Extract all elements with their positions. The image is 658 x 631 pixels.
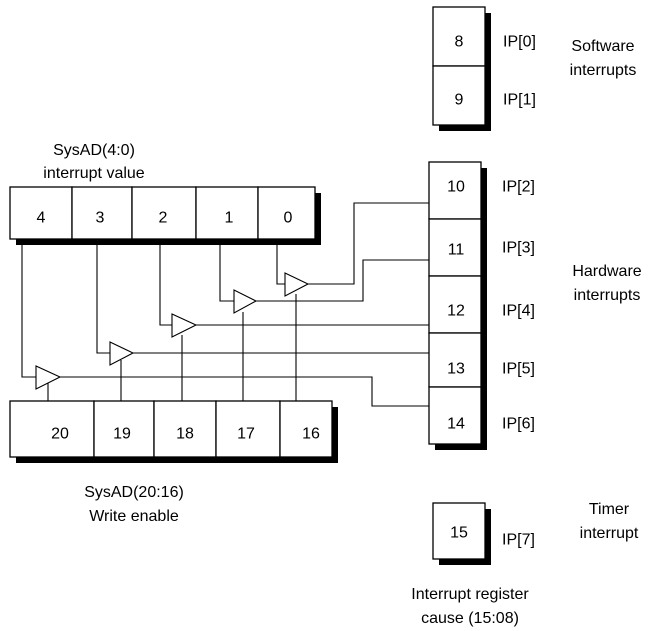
wire-value-2 [159, 239, 172, 326]
hardware-interrupts-label: Hardware interrupts [572, 263, 641, 304]
reg-cell-10 [428, 161, 482, 220]
ip-label-2: IP[2] [502, 179, 535, 196]
wire-out-11 [256, 259, 429, 302]
gate-bit-2 [171, 313, 198, 338]
sysad-enable-caption-line1: SysAD(20:16) [84, 484, 184, 501]
sysad-value-register: 4 3 2 1 0 [9, 186, 321, 245]
value-bit-3: 3 [96, 210, 105, 227]
wire-out-14 [60, 376, 429, 407]
gate-bit-0 [284, 272, 310, 297]
ip-label-3: IP[3] [502, 240, 535, 257]
reg-cell-14 [428, 386, 482, 445]
software-interrupts-label: Software interrupts [570, 38, 637, 79]
hardware-register: 10 11 12 13 14 IP[2] IP[3] IP[4] IP[5] I… [428, 161, 535, 450]
gate-bit-3 [109, 341, 135, 366]
value-cell-2 [131, 186, 197, 240]
hardware-label-line2: interrupts [574, 287, 641, 304]
software-label-line1: Software [571, 38, 634, 55]
reg-cell-12 [428, 275, 482, 334]
timer-label-line2: interrupt [580, 525, 639, 542]
reg-cell-8 [432, 6, 486, 67]
reg-bit-15: 15 [450, 525, 468, 542]
sysad-enable-register: 20 19 18 17 16 [9, 400, 338, 463]
enable-bit-17: 17 [237, 426, 255, 443]
ip-label-5: IP[5] [502, 361, 535, 378]
timer-interrupt-label: Timer interrupt [580, 501, 639, 542]
enable-bit-16: 16 [302, 426, 320, 443]
sysad-enable-caption-line2: Write enable [89, 508, 179, 525]
reg-bit-10: 10 [447, 179, 465, 196]
gate-bit-4 [35, 365, 62, 390]
enable-cell-20 [9, 400, 95, 458]
cause-caption-line2: cause (15:08) [421, 610, 519, 627]
enable-wires [47, 294, 297, 401]
reg-bit-9: 9 [455, 92, 464, 109]
reg-bit-12: 12 [447, 303, 465, 320]
hardware-label-line1: Hardware [572, 263, 641, 280]
reg-bit-8: 8 [455, 34, 464, 51]
gate-bit-1 [233, 289, 258, 314]
reg-cell-13 [428, 332, 482, 388]
gates [35, 272, 310, 390]
reg-bit-13: 13 [447, 361, 465, 378]
value-bit-1: 1 [225, 210, 234, 227]
value-bit-0: 0 [284, 210, 293, 227]
sysad-value-caption: SysAD(4:0) interrupt value [43, 142, 144, 182]
ip-label-1: IP[1] [503, 92, 536, 109]
enable-bit-20: 20 [51, 426, 69, 443]
enable-bit-18: 18 [176, 426, 194, 443]
ip-label-0: IP[0] [503, 34, 536, 51]
timer-register: 15 IP[7] [432, 502, 535, 565]
wire-value-4 [21, 239, 36, 378]
value-cell-3 [71, 186, 133, 240]
reg-bit-14: 14 [447, 416, 465, 433]
value-wires [21, 239, 285, 378]
cause-caption-line1: Interrupt register [411, 586, 529, 603]
reg-cell-15 [432, 502, 486, 560]
value-bit-4: 4 [37, 210, 46, 227]
timer-label-line1: Timer [589, 501, 630, 518]
enable-bit-19: 19 [113, 426, 131, 443]
value-cell-4 [9, 186, 73, 240]
reg-cell-9 [432, 65, 486, 126]
wire-value-1 [219, 239, 234, 302]
wire-out-10 [308, 202, 429, 285]
enable-cell-17 [215, 400, 281, 458]
sysad-value-caption-line2: interrupt value [43, 165, 144, 182]
ip-label-7: IP[7] [502, 532, 535, 549]
wire-value-0 [276, 239, 285, 285]
enable-cell-16 [279, 400, 333, 458]
wire-value-3 [96, 239, 110, 354]
sysad-value-caption-line1: SysAD(4:0) [53, 142, 135, 159]
cause-register-caption: Interrupt register cause (15:08) [411, 586, 529, 627]
software-label-line2: interrupts [570, 62, 637, 79]
value-cell-0 [257, 186, 316, 240]
ip-label-6: IP[6] [502, 416, 535, 433]
sysad-enable-caption: SysAD(20:16) Write enable [84, 484, 184, 525]
reg-bit-11: 11 [448, 242, 465, 259]
software-register: 8 9 IP[0] IP[1] [432, 6, 536, 131]
value-bit-2: 2 [159, 210, 168, 227]
ip-label-4: IP[4] [502, 303, 535, 320]
output-wires [60, 202, 429, 407]
